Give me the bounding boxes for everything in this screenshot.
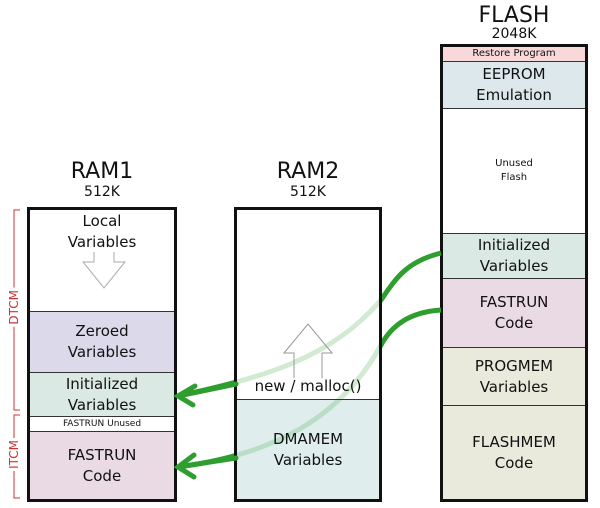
section-label: EEPROM Emulation xyxy=(476,65,552,104)
flash-flashmem-code: FLASHMEM Code xyxy=(443,405,585,499)
section-label: FASTRUN Code xyxy=(67,445,137,485)
section-label: Initialized Variables xyxy=(477,236,551,275)
ram1-initialized-variables: Initialized Variables xyxy=(30,372,174,416)
flash-fastrun-code: FASTRUN Code xyxy=(443,278,585,347)
ram1-fastrun-unused: FASTRUN Unused xyxy=(30,416,174,431)
ram2-title: RAM2 xyxy=(276,159,340,184)
ram2-heap: new / malloc() xyxy=(237,210,379,399)
ram1-zeroed-variables: Zeroed Variables xyxy=(30,311,174,372)
down-arrow-icon xyxy=(82,252,126,289)
section-label: Local Variables xyxy=(67,212,137,251)
section-label: PROGMEM Variables xyxy=(474,356,554,396)
flash-box: Restore Program EEPROM Emulation Unused … xyxy=(440,44,588,502)
flash-unused: Unused Flash xyxy=(443,108,585,233)
ram1-box: Local Variables Zeroed Variables Initial… xyxy=(27,207,177,502)
flash-eeprom-emulation: EEPROM Emulation xyxy=(443,61,585,108)
section-label: Zeroed Variables xyxy=(67,322,137,361)
flash-title: FLASH xyxy=(478,3,550,28)
section-label: Initialized Variables xyxy=(65,374,139,414)
ram2-size: 512K xyxy=(290,184,326,200)
ram2-dmamem-variables: DMAMEM Variables xyxy=(237,399,379,499)
up-arrow-icon xyxy=(283,323,333,378)
section-label: DMAMEM Variables xyxy=(272,429,344,469)
heap-label: new / malloc() xyxy=(254,377,362,395)
section-label: FASTRUN Unused xyxy=(62,419,142,429)
ram1-fastrun-code: FASTRUN Code xyxy=(30,431,174,499)
flash-size: 2048K xyxy=(491,26,537,42)
section-label: Restore Program xyxy=(472,48,556,59)
section-label: Unused Flash xyxy=(495,158,533,183)
ram1-title: RAM1 xyxy=(70,159,134,184)
ram1-local-variables: Local Variables xyxy=(30,210,174,310)
arrowhead-fastrun xyxy=(173,452,239,480)
ram2-box: new / malloc() DMAMEM Variables xyxy=(234,207,382,502)
section-label: FASTRUN Code xyxy=(479,293,549,332)
flash-progmem-variables: PROGMEM Variables xyxy=(443,347,585,405)
section-label: FLASHMEM Code xyxy=(472,432,556,472)
flash-initialized-variables: Initialized Variables xyxy=(443,233,585,278)
arrowhead-initialized xyxy=(173,381,239,408)
ram1-size: 512K xyxy=(84,184,120,200)
flash-restore-program: Restore Program xyxy=(443,47,585,61)
